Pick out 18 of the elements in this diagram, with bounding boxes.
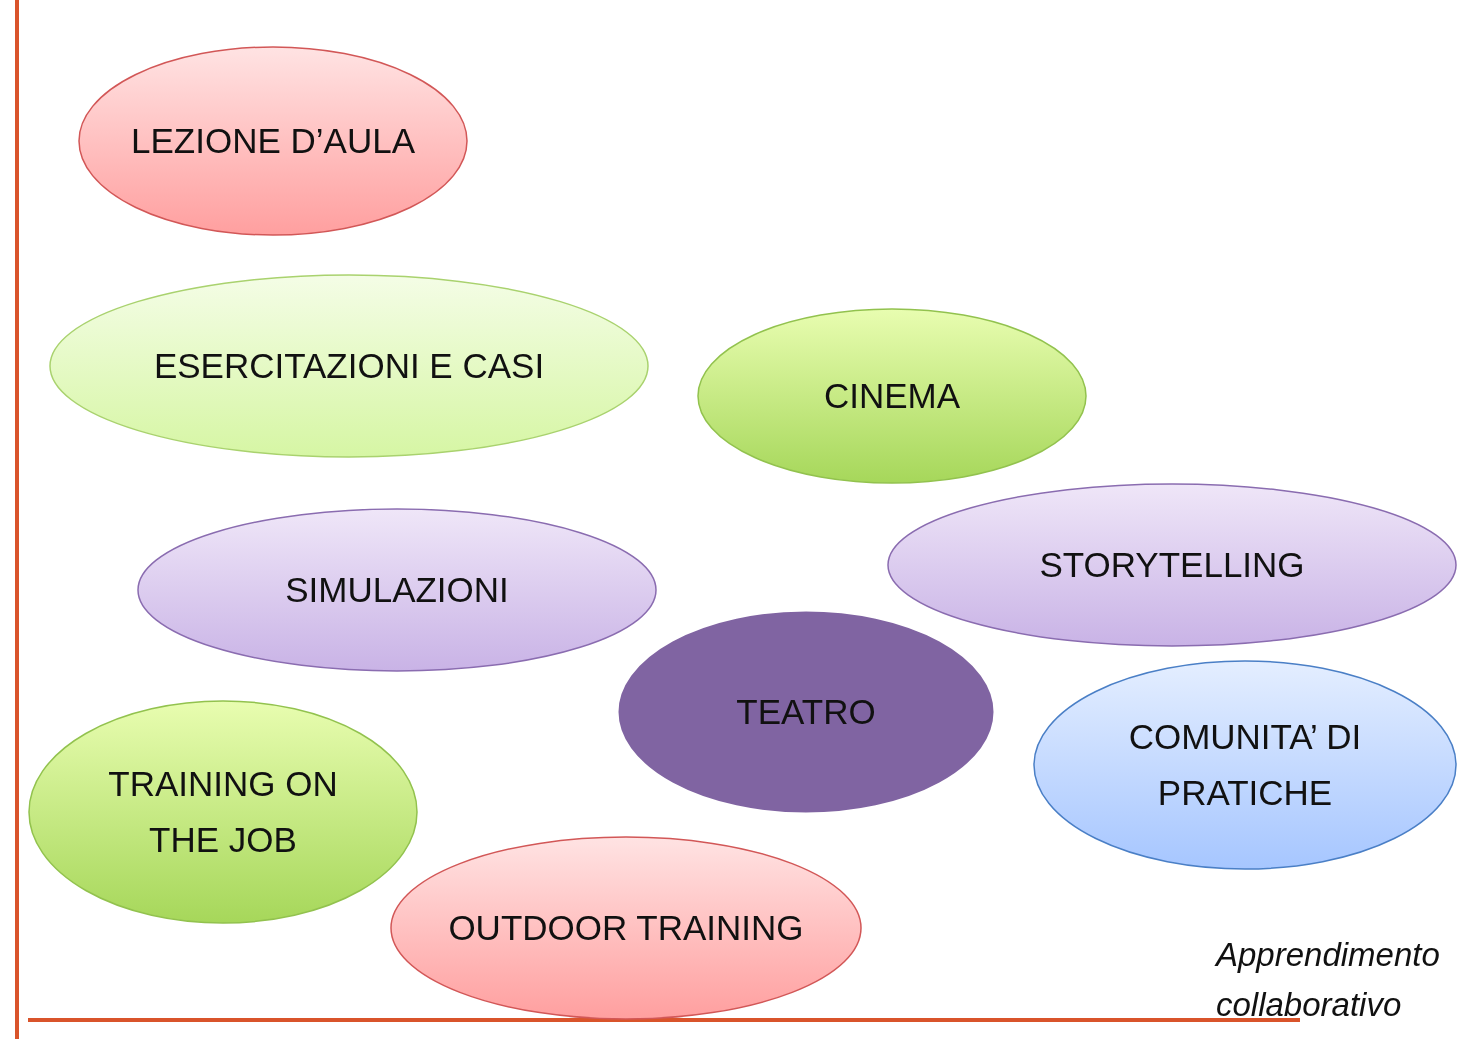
oval-node: [697, 308, 1087, 484]
node-label: COMUNITA’ DI PRATICHE: [1127, 716, 1363, 814]
node-label: CINEMA: [822, 375, 962, 417]
oval-node: [49, 274, 649, 458]
axis-label: Apprendimento collaborativo: [1216, 935, 1441, 1025]
oval-node: [390, 836, 862, 1020]
oval-node: [887, 483, 1457, 647]
oval-node: [78, 46, 468, 236]
node-label: TRAINING ON THE JOB: [107, 763, 339, 861]
node-label: OUTDOOR TRAINING: [447, 907, 805, 949]
oval-node: [1033, 660, 1457, 870]
oval-node: [137, 508, 657, 672]
node-label: LEZIONE D’AULA: [130, 120, 416, 162]
oval-node: [28, 700, 418, 924]
node-label: STORYTELLING: [1038, 544, 1306, 586]
node-label: TEATRO: [735, 691, 877, 733]
node-label: ESERCITAZIONI E CASI: [152, 345, 546, 387]
node-label: SIMULAZIONI: [284, 569, 510, 611]
